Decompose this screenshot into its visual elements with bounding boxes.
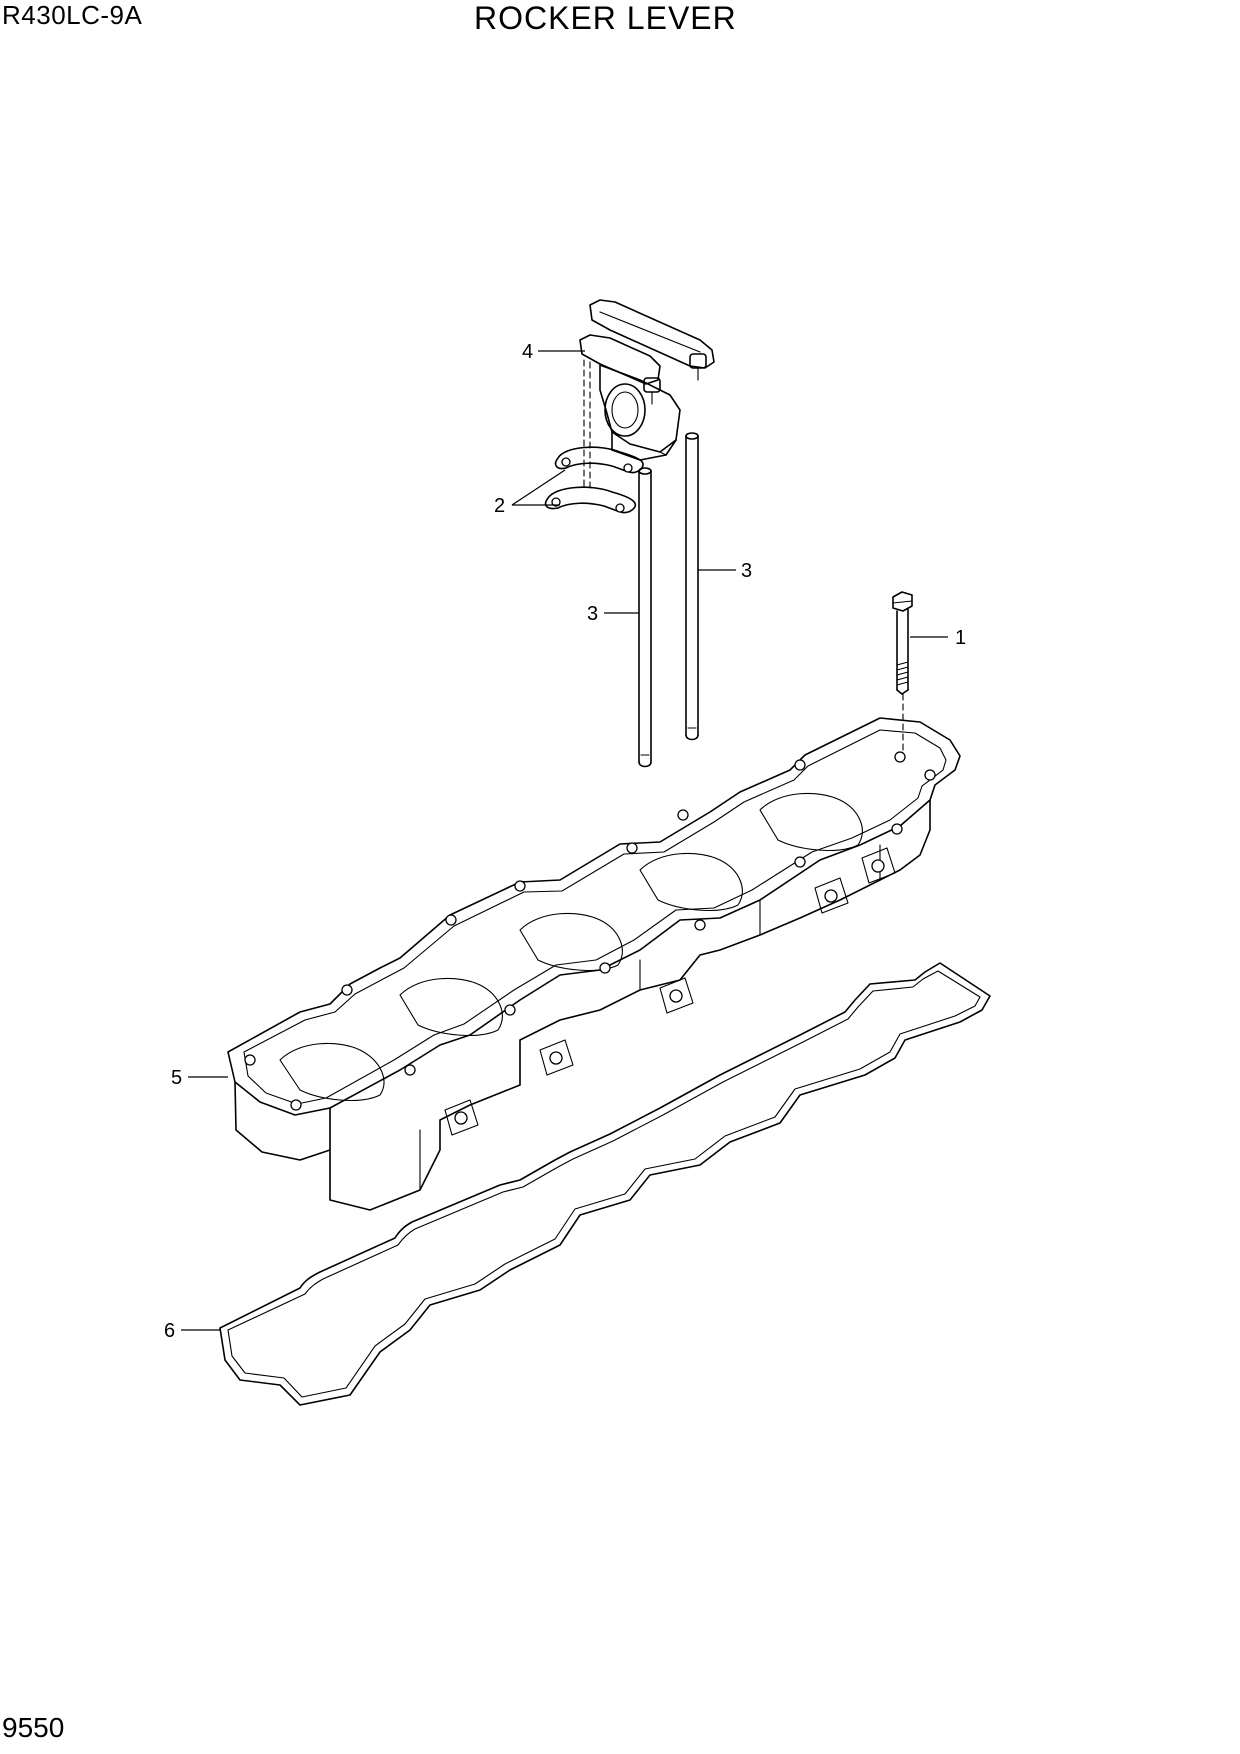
page-number: 9550	[2, 1712, 65, 1743]
callout-label: 4	[522, 341, 533, 363]
push-rod-left	[638, 467, 652, 768]
callout-3b: 3	[698, 560, 752, 582]
gasket	[219, 962, 991, 1406]
callout-6: 6	[164, 1320, 220, 1342]
model-code: R430LC-9A	[2, 0, 143, 30]
push-rod-right	[685, 432, 699, 741]
rocker-lever-assembly	[579, 299, 715, 491]
callout-1: 1	[910, 627, 966, 649]
shim-pair	[544, 446, 644, 514]
bolt	[892, 591, 913, 761]
callout-label: 5	[171, 1067, 182, 1089]
callout-label: 3	[587, 603, 598, 625]
page-title: ROCKER LEVER	[474, 0, 737, 36]
callout-2: 2	[494, 469, 566, 517]
callout-4: 4	[522, 341, 585, 363]
rocker-housing	[227, 717, 961, 1211]
callout-3a: 3	[587, 603, 639, 625]
callout-label: 1	[955, 627, 966, 649]
callout-label: 3	[741, 560, 752, 582]
callout-5: 5	[171, 1067, 228, 1089]
callout-label: 6	[164, 1320, 175, 1342]
callout-label: 2	[494, 495, 505, 517]
